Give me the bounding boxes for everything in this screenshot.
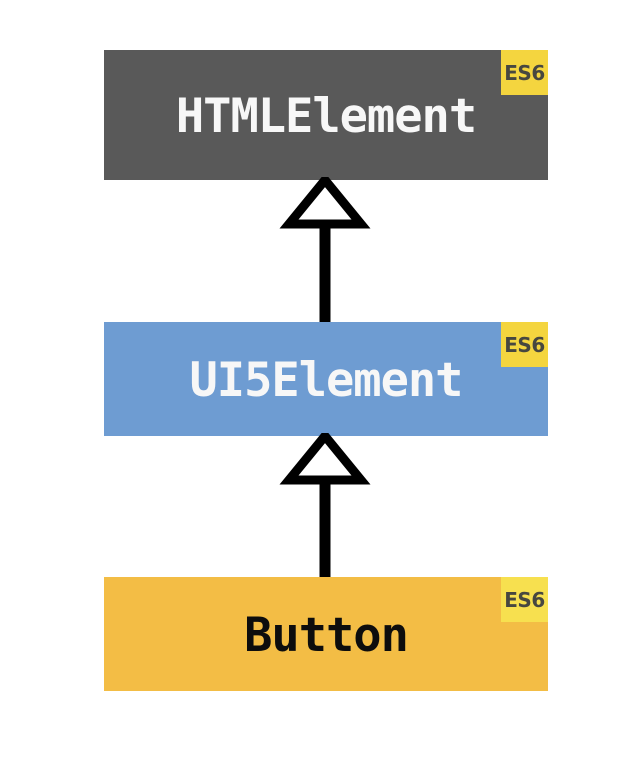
class-label-button: Button (244, 607, 409, 663)
inheritance-arrow-button-to-ui5element (279, 433, 371, 579)
es6-badge: ES6 (501, 322, 548, 367)
es6-badge: ES6 (501, 577, 548, 622)
es6-badge: ES6 (501, 50, 548, 95)
inheritance-arrow-ui5element-to-htmlelement (279, 177, 371, 323)
class-label-ui5element: UI5Element (189, 352, 464, 408)
class-node-button: Button ES6 (104, 577, 548, 691)
class-node-ui5element: UI5Element ES6 (104, 322, 548, 436)
class-label-htmlelement: HTMLElement (175, 88, 477, 144)
class-node-htmlelement: HTMLElement ES6 (104, 50, 548, 180)
